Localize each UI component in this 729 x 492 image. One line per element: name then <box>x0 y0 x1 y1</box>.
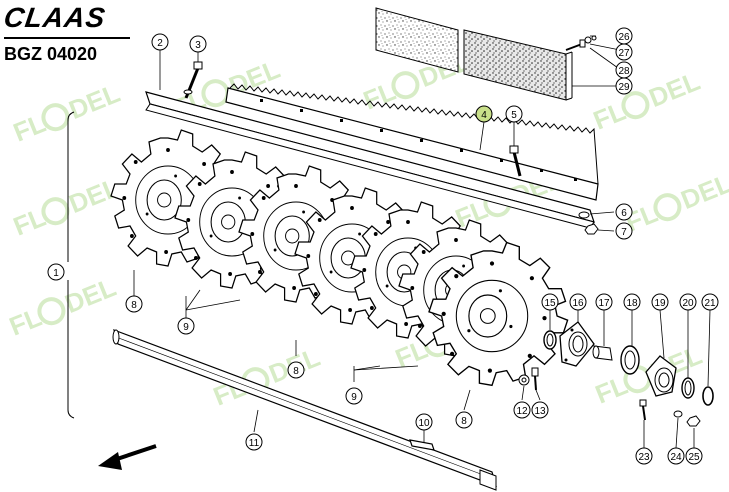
svg-text:8: 8 <box>131 300 137 311</box>
bolt-part-13 <box>531 367 539 391</box>
svg-text:28: 28 <box>618 66 630 77</box>
svg-text:DEL: DEL <box>65 78 125 125</box>
callout-21: 21 <box>701 293 719 311</box>
washer-part-24 <box>673 410 683 418</box>
callout-17: 17 <box>595 293 613 311</box>
scraper-bar-part-2 <box>145 91 595 229</box>
svg-text:20: 20 <box>682 298 694 309</box>
bolt-part-3 <box>183 61 203 99</box>
circlip-part-21 <box>702 386 714 406</box>
brand-divider <box>4 37 130 39</box>
leader-lines <box>133 35 711 449</box>
nut-part-25 <box>686 415 701 427</box>
svg-text:16: 16 <box>572 298 584 309</box>
callout-10: 10 <box>415 413 433 431</box>
svg-text:9: 9 <box>183 322 189 333</box>
svg-text:8: 8 <box>461 416 467 427</box>
svg-text:5: 5 <box>511 110 517 121</box>
seal-part-20 <box>681 377 695 399</box>
svg-text:4: 4 <box>481 110 487 121</box>
svg-text:21: 21 <box>704 298 716 309</box>
washer-part-12 <box>518 374 530 386</box>
svg-text:10: 10 <box>418 418 430 429</box>
svg-text:23: 23 <box>638 452 650 463</box>
callout-8-a: 8 <box>125 295 143 313</box>
washer-part-6 <box>578 211 590 219</box>
callout-4: 4 <box>475 105 493 123</box>
callout-7: 7 <box>615 222 633 240</box>
bearing-housing-part-19 <box>645 355 677 397</box>
bolt-part-28 <box>565 35 597 51</box>
group-bracket-part-1 <box>67 111 75 419</box>
svg-text:8: 8 <box>293 366 299 377</box>
svg-text:17: 17 <box>598 298 610 309</box>
key-part-10 <box>409 439 435 451</box>
callout-26: 26 <box>615 27 633 45</box>
flange-housing-part-16 <box>559 321 595 367</box>
nut-part-7 <box>584 223 599 235</box>
callout-20: 20 <box>679 293 697 311</box>
svg-text:25: 25 <box>688 452 700 463</box>
callout-labels: 1 2 3 4 5 6 7 8 8 8 9 9 10 11 12 13 15 1… <box>47 27 719 465</box>
svg-text:29: 29 <box>618 82 630 93</box>
toothed-bar-part-4 <box>225 83 599 201</box>
svg-text:9: 9 <box>351 392 357 403</box>
svg-text:11: 11 <box>249 438 260 449</box>
svg-text:2: 2 <box>157 38 163 49</box>
callout-18: 18 <box>623 293 641 311</box>
callout-8-c: 8 <box>455 411 473 429</box>
svg-text:12: 12 <box>516 406 528 417</box>
callout-3: 3 <box>189 35 207 53</box>
svg-text:15: 15 <box>544 298 556 309</box>
shaft-part-11 <box>112 329 497 491</box>
svg-text:3: 3 <box>195 40 201 51</box>
bolt-part-23 <box>639 399 647 421</box>
svg-text:6: 6 <box>621 208 627 219</box>
callout-1: 1 <box>47 263 65 281</box>
callout-8-b: 8 <box>287 361 305 379</box>
callout-5: 5 <box>505 105 523 123</box>
callout-25: 25 <box>685 447 703 465</box>
callout-29: 29 <box>615 77 633 95</box>
svg-text:7: 7 <box>621 227 627 238</box>
ring-part-15 <box>543 330 557 350</box>
wear-pad-part-29 <box>375 7 573 101</box>
sleeve-part-17 <box>592 345 613 361</box>
svg-text:DEL: DEL <box>61 272 121 319</box>
svg-text:24: 24 <box>670 452 682 463</box>
callout-6: 6 <box>615 203 633 221</box>
callout-24: 24 <box>667 447 685 465</box>
callout-9-a: 9 <box>177 317 195 335</box>
svg-text:18: 18 <box>626 298 638 309</box>
svg-text:13: 13 <box>534 406 546 417</box>
svg-text:DEL: DEL <box>677 168 729 215</box>
svg-text:19: 19 <box>654 298 666 309</box>
svg-text:27: 27 <box>618 48 630 59</box>
callout-23: 23 <box>635 447 653 465</box>
callout-16: 16 <box>569 293 587 311</box>
svg-text:1: 1 <box>53 268 59 279</box>
svg-text:26: 26 <box>618 32 630 43</box>
svg-text:DEL: DEL <box>645 66 705 113</box>
direction-arrow-icon <box>98 444 157 470</box>
callout-19: 19 <box>651 293 669 311</box>
callout-11: 11 <box>245 433 263 451</box>
callout-15: 15 <box>541 293 559 311</box>
callout-27: 27 <box>615 43 633 61</box>
callout-2: 2 <box>151 33 169 51</box>
callout-12: 12 <box>513 401 531 419</box>
callout-9-b: 9 <box>345 387 363 405</box>
callout-13: 13 <box>531 401 549 419</box>
callout-28: 28 <box>615 61 633 79</box>
bearing-part-18 <box>620 345 640 375</box>
document-code: BGZ 04020 <box>4 44 98 64</box>
